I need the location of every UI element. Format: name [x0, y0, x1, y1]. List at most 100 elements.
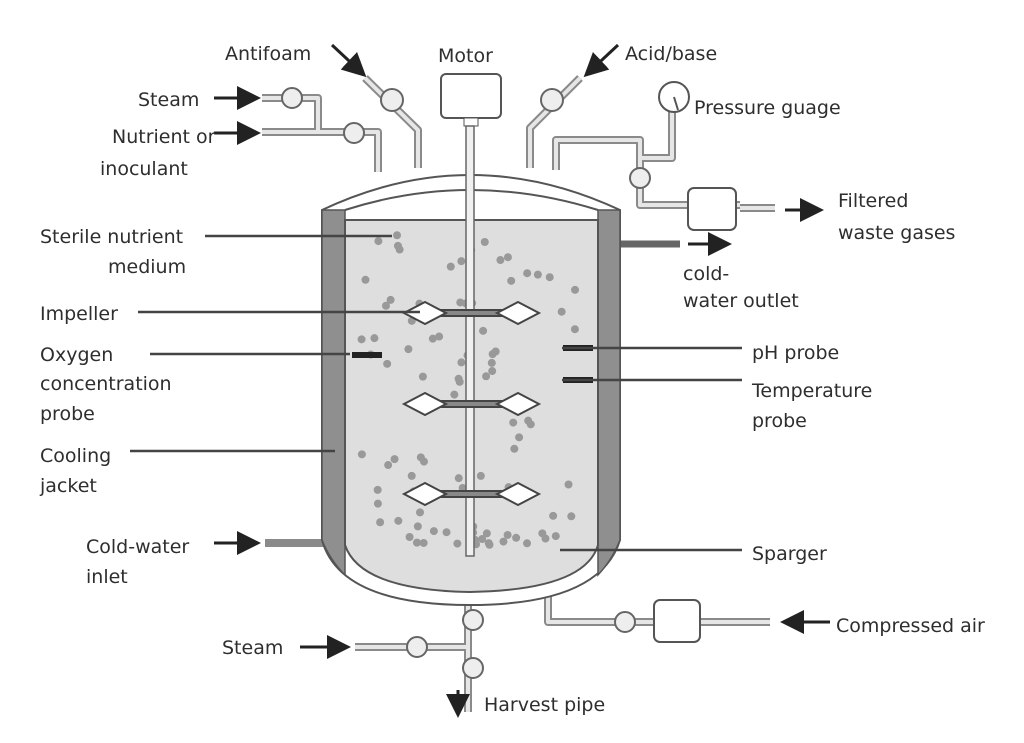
bubble — [373, 485, 382, 494]
label-oxygen-probe: concentration — [40, 373, 172, 395]
air-filter-box — [653, 599, 701, 643]
bubble — [376, 518, 385, 527]
bubble — [523, 539, 532, 548]
label-steam-top: Steam — [138, 89, 199, 111]
bubble — [478, 535, 487, 544]
bubble — [457, 257, 466, 266]
label-pressure-gauge: Pressure guage — [694, 97, 841, 119]
vessel — [321, 73, 621, 607]
bubble — [487, 358, 496, 367]
label-temperature-probe: Temperature — [751, 380, 872, 402]
bubble — [479, 326, 488, 335]
bubble — [390, 455, 399, 464]
bubble — [446, 262, 455, 271]
bubble — [386, 295, 395, 304]
bubble — [507, 276, 516, 285]
bubble — [361, 275, 370, 284]
oxygen-probe — [352, 352, 382, 358]
label-ph-probe: pH probe — [752, 342, 839, 364]
bubble — [454, 374, 463, 383]
label-cooling-jacket: jacket — [39, 475, 97, 497]
shaft — [465, 125, 475, 557]
label-acid-base: Acid/base — [625, 43, 717, 65]
label-impeller: Impeller — [40, 303, 118, 325]
bubble — [416, 453, 425, 462]
bubble — [413, 522, 422, 531]
impellers — [401, 300, 542, 507]
label-water-inlet: inlet — [86, 566, 128, 588]
label-water-inlet: Cold-water — [86, 536, 189, 558]
label-water-outlet: water outlet — [683, 290, 799, 312]
label-water-outlet: cold- — [683, 263, 729, 285]
bubble — [499, 537, 508, 546]
label-filtered-gases: Filtered — [838, 190, 908, 212]
bubble — [404, 345, 413, 354]
bubble — [524, 416, 533, 425]
bubble — [394, 516, 403, 525]
bubble — [503, 530, 512, 539]
bubble — [503, 253, 512, 262]
bubble — [373, 499, 382, 508]
label-antifoam: Antifoam — [225, 43, 311, 65]
bubble — [515, 433, 524, 442]
bubble — [428, 334, 437, 343]
label-sterile-medium: Sterile nutrient — [40, 226, 183, 248]
bubble — [549, 511, 558, 520]
label-sparger: Sparger — [752, 543, 827, 565]
bubble — [482, 372, 491, 381]
label-nutrient: inoculant — [100, 158, 188, 180]
bubble — [393, 241, 402, 250]
label-compressed-air: Compressed air — [836, 615, 985, 637]
bubble — [485, 540, 494, 549]
label-steam-bottom: Steam — [222, 637, 283, 659]
valves — [281, 81, 737, 679]
label-temperature-probe: probe — [752, 410, 807, 432]
bubble — [557, 307, 566, 316]
bubble — [510, 444, 519, 453]
label-cooling-jacket: Cooling — [40, 445, 111, 467]
bubble — [458, 483, 467, 492]
filter-box — [687, 187, 737, 231]
bubble — [538, 529, 547, 538]
arrows — [130, 43, 830, 718]
bubble — [567, 512, 576, 521]
bubble — [564, 480, 573, 489]
label-sterile-medium: medium — [108, 256, 186, 278]
bubble — [509, 418, 518, 427]
bubble — [384, 461, 393, 470]
bubble — [435, 332, 444, 341]
label-motor: Motor — [438, 45, 493, 67]
label-filtered-gases: waste gases — [838, 222, 955, 244]
bubble — [496, 256, 505, 265]
bubble — [533, 270, 542, 279]
bubble — [407, 471, 416, 480]
bubble — [545, 273, 554, 282]
bubble — [482, 529, 491, 538]
motor-box — [440, 73, 502, 119]
bubble — [488, 367, 497, 376]
bubble — [491, 347, 500, 356]
bubble — [383, 359, 392, 368]
bubble — [570, 325, 579, 334]
bubble — [418, 372, 427, 381]
bubble — [551, 532, 560, 541]
bubble — [405, 533, 414, 542]
bubble — [453, 539, 462, 548]
bubble — [393, 231, 402, 240]
bubble — [523, 269, 532, 278]
bubble — [457, 358, 466, 367]
bubble — [370, 334, 379, 343]
bubbles — [357, 231, 580, 549]
bubble — [450, 390, 459, 399]
label-nutrient: Nutrient or — [112, 126, 216, 148]
label-harvest-pipe: Harvest pipe — [484, 694, 605, 716]
bubble — [357, 335, 366, 344]
bubble — [419, 538, 428, 547]
bubble — [381, 301, 390, 310]
label-oxygen-probe: probe — [40, 403, 95, 425]
bubble — [454, 474, 463, 483]
bubble — [412, 538, 421, 547]
bubble — [357, 450, 366, 459]
bubble — [571, 285, 580, 294]
